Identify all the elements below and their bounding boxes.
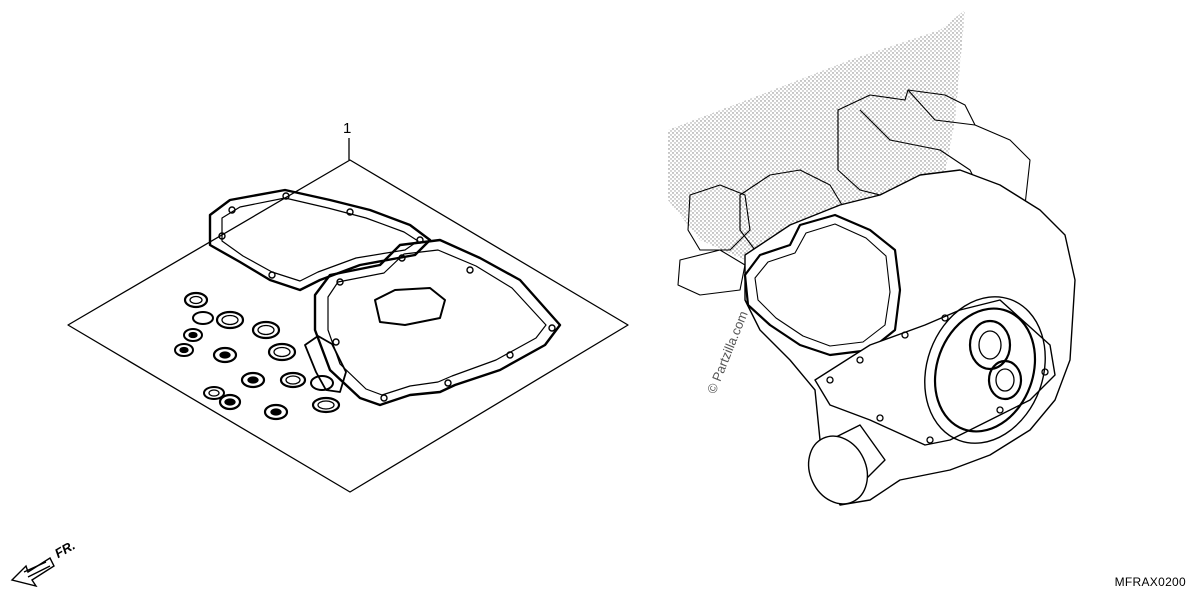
cover-gasket <box>208 188 432 292</box>
front-arrow-icon <box>10 556 55 588</box>
gasket-bolt-holes <box>218 192 556 402</box>
o-rings-and-seals <box>174 291 341 421</box>
inner-cover-gasket <box>374 287 446 326</box>
gasket-kit[interactable] <box>67 138 629 493</box>
side-cover <box>924 296 1046 444</box>
engine-gasket-outline <box>743 213 902 357</box>
small-flat-gasket <box>304 335 347 393</box>
oil-pan-bolts <box>826 314 1049 444</box>
kit-sheet-outline <box>67 159 629 493</box>
engine-illustration <box>668 10 1076 506</box>
engine-gasket-inner <box>754 223 891 347</box>
diagram-code: MFRAX0200 <box>1114 575 1186 589</box>
cover-gasket-inner <box>221 197 419 282</box>
oil-pan-gasket-inner <box>327 249 547 396</box>
output-cylinder <box>807 424 886 505</box>
callout-number[interactable]: 1 <box>343 120 352 137</box>
oil-pan-gasket <box>313 238 562 407</box>
